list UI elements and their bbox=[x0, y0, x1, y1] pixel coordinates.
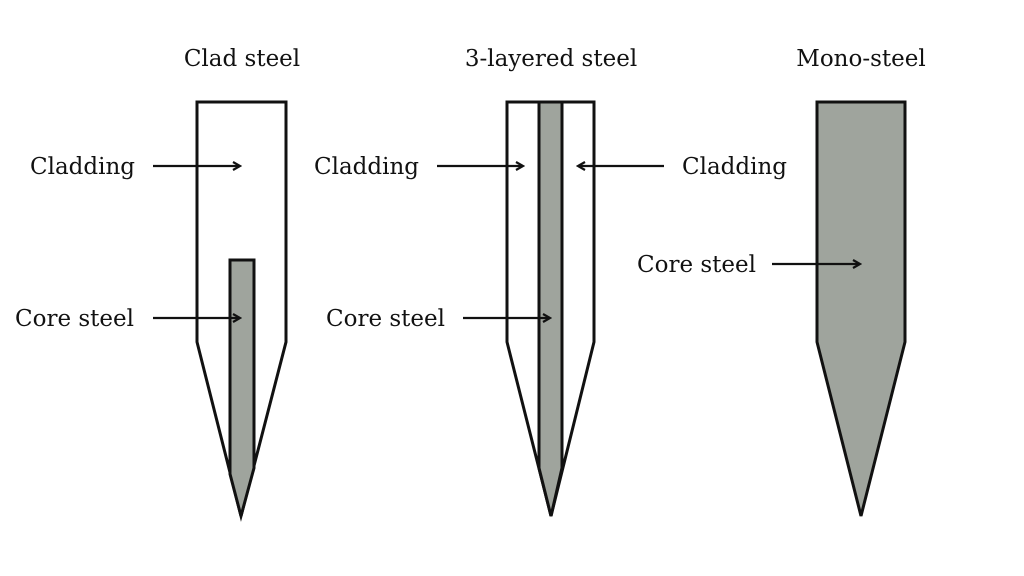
mono-steel-title: Mono-steel bbox=[796, 46, 925, 72]
clad-steel-core-label: Core steel bbox=[15, 306, 134, 332]
mono-steel-diagram: Mono-steel Core steel bbox=[637, 46, 926, 517]
three-layered-steel-diagram: 3-layered steel Cladding Cladding Core s… bbox=[314, 46, 787, 517]
three-layered-steel-core-label: Core steel bbox=[326, 306, 445, 332]
three-layered-steel-cladding-left-label: Cladding bbox=[314, 154, 419, 180]
clad-steel-cladding-label: Cladding bbox=[30, 154, 135, 180]
clad-steel-core bbox=[228, 258, 256, 522]
clad-steel-title: Clad steel bbox=[184, 46, 300, 72]
three-layered-steel-title: 3-layered steel bbox=[465, 46, 637, 72]
mono-steel-core-label: Core steel bbox=[637, 252, 756, 278]
three-layered-steel-core bbox=[537, 100, 564, 517]
three-layered-steel-cladding-right-label: Cladding bbox=[682, 154, 787, 180]
mono-steel-body bbox=[815, 100, 907, 517]
clad-steel-diagram: Clad steel Cladding Core steel bbox=[15, 46, 300, 522]
